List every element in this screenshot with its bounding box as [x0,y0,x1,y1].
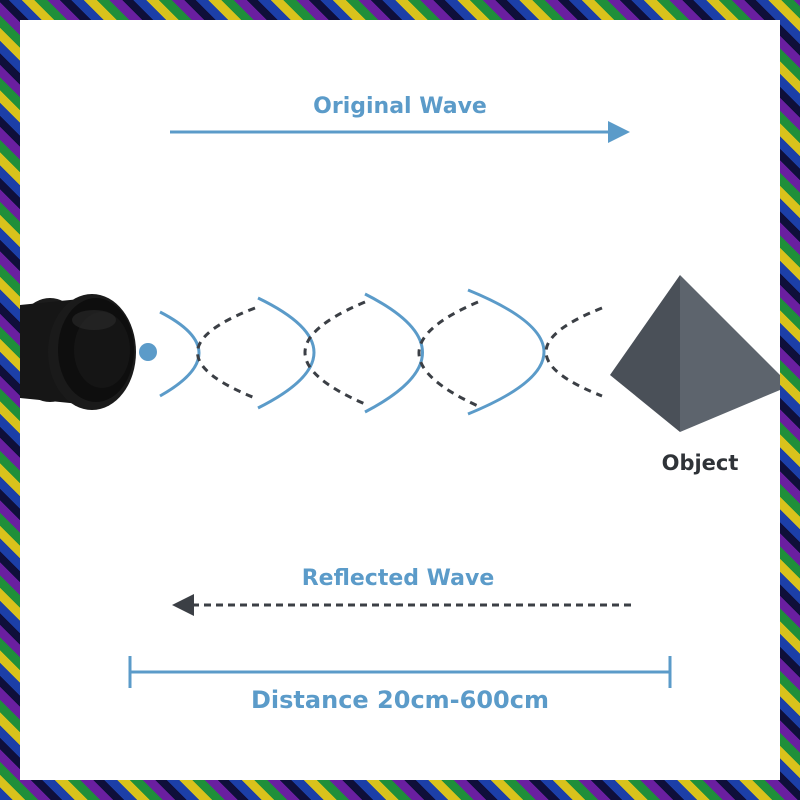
emission-dot [139,343,157,361]
object-label: Object [662,451,739,475]
ultrasonic-sensor-icon [20,294,136,410]
outgoing-waves [159,288,546,416]
reflected-wave-arc [544,306,603,398]
reflected-wave-arc [196,306,256,400]
outgoing-wave-arc [364,292,424,414]
original-wave-arrow [170,121,630,143]
reflected-wave-arc [303,300,366,406]
ultrasonic-diagram: Original Wave [20,94,780,714]
reflected-waves [196,300,603,408]
reflected-wave-arrow [172,594,632,616]
distance-label: Distance 20cm-600cm [251,686,549,714]
pyramid-icon [610,275,780,432]
distance-range-bar [128,656,672,688]
reflected-wave-label: Reflected Wave [302,566,495,591]
outgoing-wave-arc [257,296,316,410]
outgoing-wave-arc [159,310,201,398]
outgoing-wave-arc [467,288,546,416]
diagram-panel: Original Wave [20,20,780,780]
original-wave-label: Original Wave [313,94,487,119]
reflected-wave-arc [417,300,479,408]
